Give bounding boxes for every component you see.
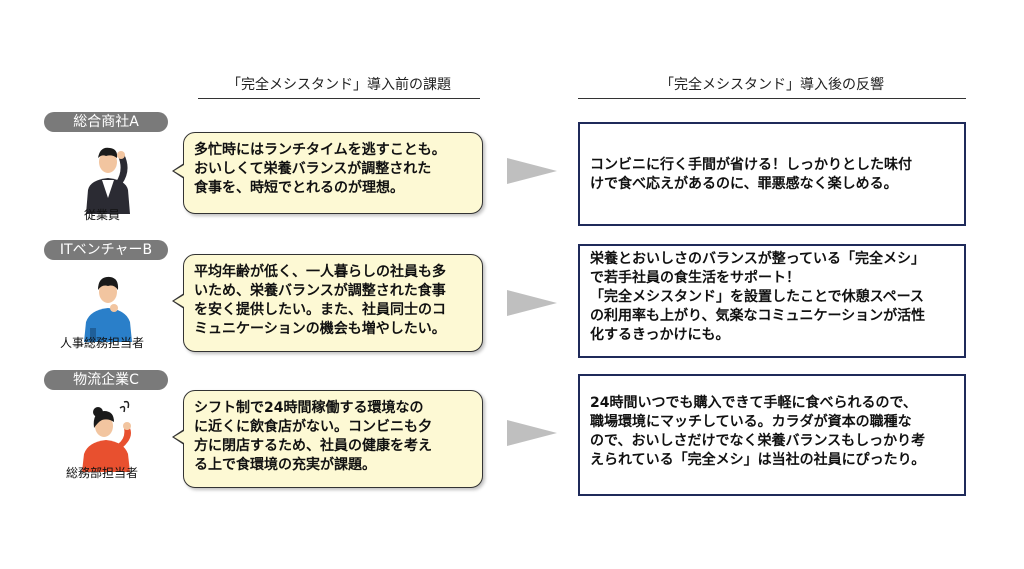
arrow-right-icon xyxy=(507,290,557,316)
employee-person-icon xyxy=(86,147,130,214)
company-label: 総合商社A xyxy=(44,112,168,132)
before-speech-bubble: 多忙時にはランチタイムを逃すことも。 おいしくて栄養バランスが調整された 食事を… xyxy=(172,132,483,214)
role-label: 総務部担当者 xyxy=(65,466,138,480)
before-column-header: 「完全メシスタンド」導入前の課題 xyxy=(198,74,480,99)
hr-staff-person-icon xyxy=(84,276,132,342)
role-label: 人事総務担当者 xyxy=(59,336,144,350)
general-affairs-person-icon xyxy=(82,400,131,472)
company-label: ITベンチャーB xyxy=(44,240,168,260)
case-row-c: 物流企業C 総務部担当者 シフト制で24時間稼働する環境なの に近くに飲食店がな… xyxy=(0,370,1024,498)
after-column-header: 「完全メシスタンド」導入後の反響 xyxy=(578,74,966,99)
before-text: シフト制で24時間稼働する環境なの に近くに飲食店がない。コンビニも夕 方に閉店… xyxy=(194,400,432,473)
after-result-box: コンビニに行く手間が省ける！しっかりとした味付 けで食べ応えがあるのに、罪悪感な… xyxy=(578,122,966,226)
before-text: 多忙時にはランチタイムを逃すことも。 おいしくて栄養バランスが調整された 食事を… xyxy=(194,142,446,196)
arrow-right-icon xyxy=(507,158,557,184)
case-row-a: 総合商社A 従業員 多忙時にはランチタイムを逃すことも。 おいしくて栄養バランス… xyxy=(0,112,1024,240)
after-result-box: 栄養とおいしさのバランスが整っている「完全メシ」 で若手社員の食生活をサポート！… xyxy=(578,244,966,358)
before-speech-bubble: 平均年齢が低く、一人暮らしの社員も多 いため、栄養バランスが調整された食事 を安… xyxy=(172,254,483,352)
before-text: 平均年齢が低く、一人暮らしの社員も多 いため、栄養バランスが調整された食事 を安… xyxy=(194,264,446,337)
arrow-right-icon xyxy=(507,420,557,446)
after-text: コンビニに行く手間が省ける！しっかりとした味付 けで食べ応えがあるのに、罪悪感な… xyxy=(590,157,912,192)
after-text: 栄養とおいしさのバランスが整っている「完全メシ」 で若手社員の食生活をサポート！… xyxy=(590,251,926,343)
case-row-b: ITベンチャーB 人事総務担当者 平均年齢が低く、一人暮らしの社員も多 いため、… xyxy=(0,240,1024,368)
after-text: 24時間いつでも購入できて手軽に食べられるので、 職場環境にマッチしている。カラ… xyxy=(590,395,926,468)
after-result-box: 24時間いつでも購入できて手軽に食べられるので、 職場環境にマッチしている。カラ… xyxy=(578,374,966,496)
role-label: 従業員 xyxy=(83,208,120,222)
before-speech-bubble: シフト制で24時間稼働する環境なの に近くに飲食店がない。コンビニも夕 方に閉店… xyxy=(172,390,483,488)
company-label: 物流企業C xyxy=(44,370,168,390)
